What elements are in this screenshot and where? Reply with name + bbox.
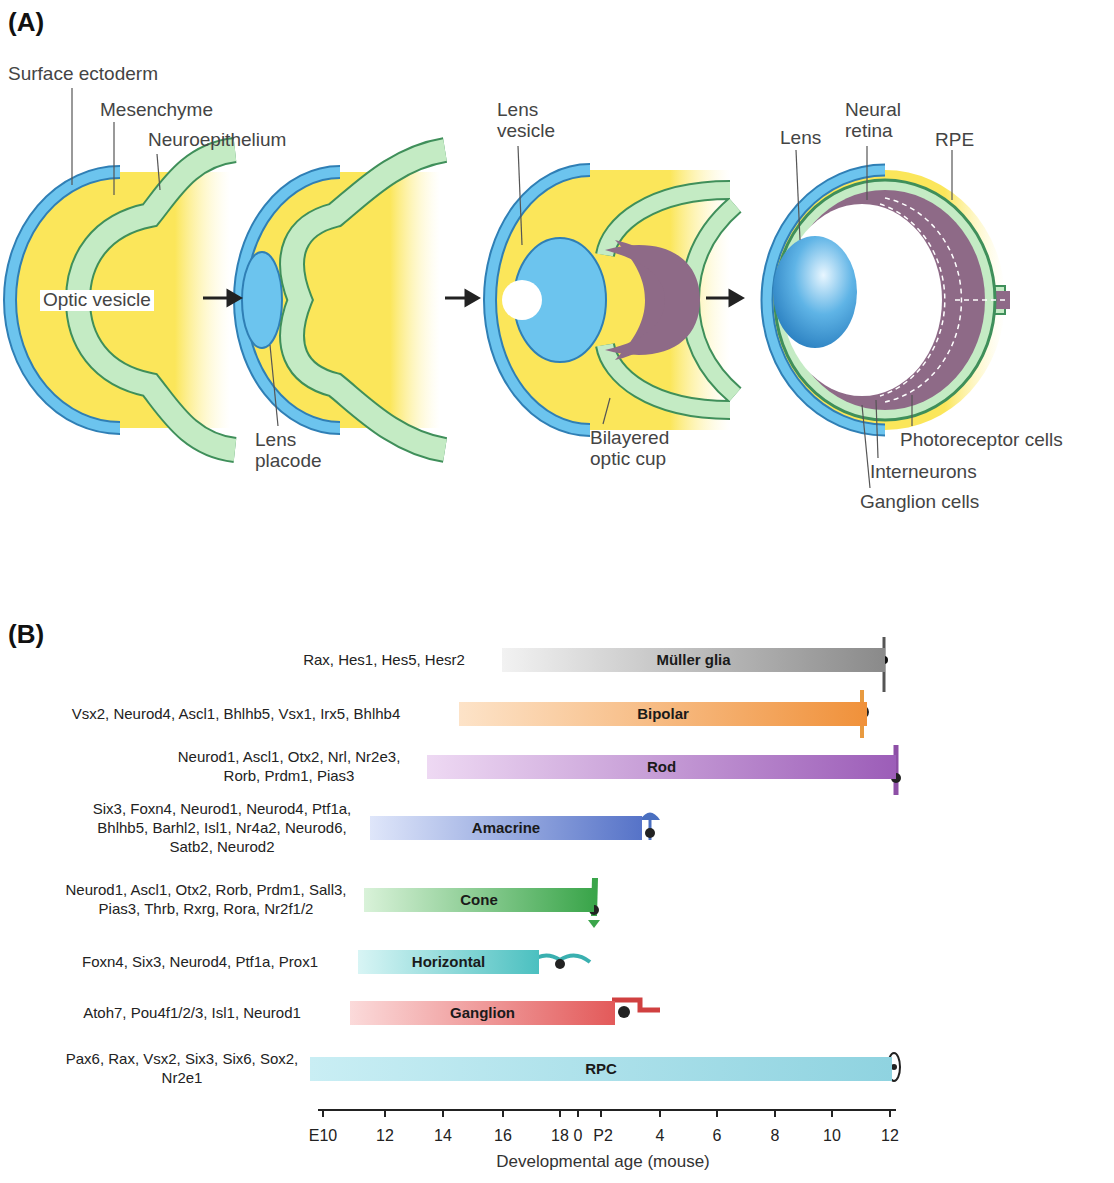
gene-list: Neurod1, Ascl1, Otx2, Nrl, Nr2e3, Rorb, … (159, 748, 419, 786)
optic-vesicle-stage (10, 150, 235, 450)
cell-type-name: Bipolar (459, 702, 867, 726)
axis-label: 16 (494, 1127, 512, 1145)
leader-line (72, 88, 952, 488)
gene-list: Atoh7, Pou4f1/2/3, Isl1, Neurod1 (42, 1004, 342, 1023)
amacrine-bar: Six3, Foxn4, Neurod1, Neurod4, Ptf1a, Bh… (370, 816, 642, 840)
ganglion-bar: Atoh7, Pou4f1/2/3, Isl1, Neurod1Ganglion (350, 1001, 615, 1025)
horizontal-bar: Foxn4, Six3, Neurod4, Ptf1a, Prox1Horizo… (358, 950, 539, 974)
cell-type-name: Ganglion (350, 1001, 615, 1025)
part-label: RPE (935, 130, 974, 151)
cone-bar: Neurod1, Ascl1, Otx2, Rorb, Prdm1, Sall3… (364, 888, 594, 912)
axis-label: 6 (713, 1127, 722, 1145)
cell-type-name: Horizontal (358, 950, 539, 974)
axis-label: Developmental age (mouse) (496, 1153, 710, 1172)
cell-type-name: Müller glia (502, 648, 885, 672)
part-label: Surface ectoderm (8, 64, 158, 85)
mature-eye-stage (765, 170, 1010, 430)
cell-type-name: RPC (310, 1057, 892, 1081)
lens-placode-stage (240, 150, 445, 450)
muller-glia-bar: Rax, Hes1, Hes5, Hesr2Müller glia (502, 648, 885, 672)
axis-label: 12 (881, 1127, 899, 1145)
axis-label: 4 (656, 1127, 665, 1145)
gene-list: Rax, Hes1, Hes5, Hesr2 (274, 651, 494, 670)
rod-bar: Neurod1, Ascl1, Otx2, Nrl, Nr2e3, Rorb, … (427, 755, 896, 779)
cell-type-name: Amacrine (370, 816, 642, 840)
part-label: Interneurons (870, 462, 977, 483)
part-label: Lens (780, 128, 821, 149)
gene-list: Foxn4, Six3, Neurod4, Ptf1a, Prox1 (50, 953, 350, 972)
part-label: Optic vesicle (40, 290, 154, 311)
time-axis (318, 1110, 896, 1117)
gene-list: Vsx2, Neurod4, Ascl1, Bhlhb5, Vsx1, Irx5… (21, 705, 451, 724)
part-label: Photoreceptor cells (900, 430, 1063, 451)
part-label: Lens placode (255, 430, 325, 472)
axis-label: P2 (593, 1127, 613, 1145)
panel-letter: (A) (8, 8, 44, 37)
part-label: Mesenchyme (100, 100, 213, 121)
part-label: Neuroepithelium (148, 130, 286, 151)
stage-arrow (203, 291, 742, 305)
gene-list: Pax6, Rax, Vsx2, Six3, Six6, Sox2, Nr2e1 (62, 1050, 302, 1088)
axis-label: E10 (309, 1127, 337, 1145)
cell-type-name: Rod (427, 755, 896, 779)
axis-label: 14 (434, 1127, 452, 1145)
axis-label: 12 (376, 1127, 394, 1145)
axis-label: 0 (574, 1127, 583, 1145)
part-label: Neural retina (845, 100, 920, 142)
axis-label: 18 (551, 1127, 569, 1145)
part-label: Lens vesicle (497, 100, 557, 142)
axis-label: 10 (823, 1127, 841, 1145)
axis-label: 8 (771, 1127, 780, 1145)
optic-cup-stage (490, 170, 735, 430)
rpc-bar: Pax6, Rax, Vsx2, Six3, Six6, Sox2, Nr2e1… (310, 1057, 892, 1081)
cell-type-name: Cone (364, 888, 594, 912)
part-label: Bilayered optic cup (590, 428, 700, 470)
gene-list: Six3, Foxn4, Neurod1, Neurod4, Ptf1a, Bh… (82, 800, 362, 856)
bipolar-bar: Vsx2, Neurod4, Ascl1, Bhlhb5, Vsx1, Irx5… (459, 702, 867, 726)
panel-letter: (B) (8, 620, 44, 649)
part-label: Ganglion cells (860, 492, 979, 513)
gene-list: Neurod1, Ascl1, Otx2, Rorb, Prdm1, Sall3… (56, 881, 356, 919)
